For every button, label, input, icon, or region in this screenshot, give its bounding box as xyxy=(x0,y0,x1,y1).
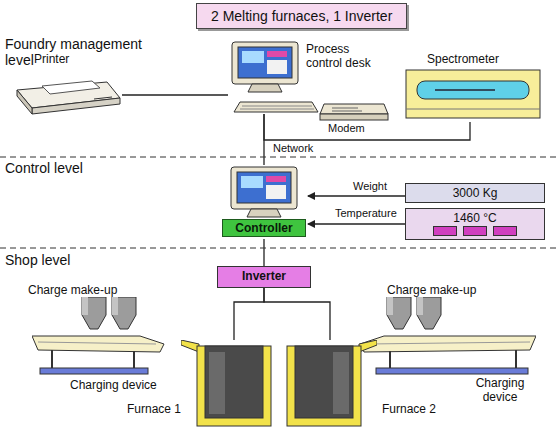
charging-device-art xyxy=(32,328,166,376)
keyboard-art xyxy=(228,100,320,114)
charge-make-up: Charge make-up xyxy=(385,283,495,331)
spectrometer-art-svg xyxy=(405,69,541,119)
spectrometer-art xyxy=(405,69,541,119)
printer-label: Printer xyxy=(34,52,69,66)
inverter: Inverter xyxy=(217,266,311,288)
connector xyxy=(234,288,264,340)
controller-art-svg xyxy=(222,165,306,218)
process-control-desk: Process control desk xyxy=(228,40,376,114)
temperature-display-label: 1460 °C xyxy=(406,211,544,225)
furnace-art-svg xyxy=(285,340,377,427)
connector xyxy=(264,288,330,340)
furnace-label: Furnace 1 xyxy=(127,402,181,416)
charge-make-up: Charge make-up xyxy=(28,283,148,331)
printer-art-svg xyxy=(12,68,122,118)
charge-make-up-label: Charge make-up xyxy=(387,283,476,297)
edge-label: Weight xyxy=(352,180,388,193)
charging-device-art-svg xyxy=(32,328,166,376)
controller: Controller xyxy=(222,165,308,239)
furnace-label: Furnace 2 xyxy=(382,402,436,416)
title-text: 2 Melting furnaces, 1 Inverter xyxy=(211,8,392,24)
title-box: 2 Melting furnaces, 1 Inverter xyxy=(196,3,407,29)
charge-make-up-art-svg xyxy=(80,297,138,331)
furnace-art xyxy=(285,340,377,427)
edge-label: Network xyxy=(272,142,314,155)
level-divider xyxy=(0,157,559,158)
edge-label: Temperature xyxy=(334,207,398,220)
indicator-lamp xyxy=(463,226,487,236)
modem-art-svg xyxy=(318,102,390,122)
connector xyxy=(308,195,405,196)
modem-art xyxy=(318,102,390,122)
inverter-label: Inverter xyxy=(218,269,310,283)
charging-device: Charging device xyxy=(360,328,540,408)
level-label: Shop level xyxy=(5,252,155,268)
indicator-lamp xyxy=(433,226,457,236)
printer-art xyxy=(12,68,122,118)
controller-art xyxy=(222,165,306,218)
printer: Printer xyxy=(12,52,122,118)
controller-label: Controller xyxy=(222,219,306,237)
weight-display: 3000 Kg xyxy=(405,183,545,203)
charging-device-art-svg xyxy=(360,328,536,376)
charging-device-art xyxy=(360,328,536,376)
process-control-desk-art-svg xyxy=(228,40,304,94)
connector xyxy=(263,239,264,266)
charge-make-up-art-svg xyxy=(385,297,443,331)
temperature-display: 1460 °C xyxy=(405,208,545,240)
furnace: Furnace 1 xyxy=(125,340,283,428)
connector xyxy=(308,223,405,224)
spectrometer: Spectrometer xyxy=(405,52,543,122)
modem: Modem xyxy=(318,102,390,137)
indicator-lamp xyxy=(493,226,517,236)
charging-device: Charging device xyxy=(32,328,166,394)
level-label: Foundry management level xyxy=(5,36,155,68)
level-divider xyxy=(0,248,559,249)
charge-make-up-art xyxy=(385,297,443,331)
furnace: Furnace 2 xyxy=(285,340,439,428)
spectrometer-label: Spectrometer xyxy=(427,52,499,66)
connector xyxy=(122,94,228,95)
furnace-art-svg xyxy=(181,340,273,427)
level-label: Control level xyxy=(5,160,155,176)
indicator-row xyxy=(406,226,544,236)
process-control-desk-label: Process control desk xyxy=(306,42,374,70)
keyboard-art-svg xyxy=(228,100,320,114)
weight-display-label: 3000 Kg xyxy=(406,186,544,200)
charging-device-label: Charging device xyxy=(472,376,528,404)
charge-make-up-art xyxy=(80,297,138,331)
charge-make-up-label: Charge make-up xyxy=(28,283,117,297)
process-control-desk-art xyxy=(228,40,304,94)
furnace-art xyxy=(181,340,273,427)
charging-device-label: Charging device xyxy=(70,378,157,392)
modem-label: Modem xyxy=(328,122,365,135)
